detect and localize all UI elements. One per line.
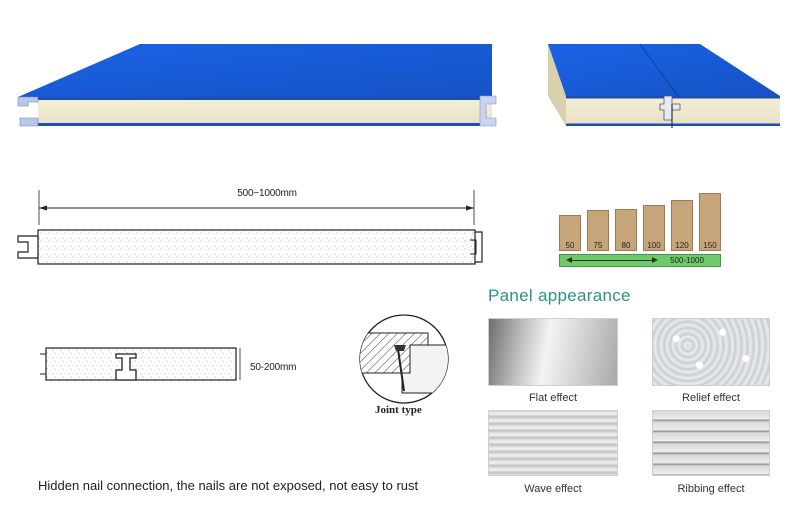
sandwich-panel-right	[548, 43, 780, 128]
range-label: 500-1000	[670, 256, 704, 265]
flat-effect-swatch	[488, 318, 618, 386]
thickness-bar	[643, 205, 665, 251]
thickness-value: 150	[703, 241, 717, 250]
range-arrow	[568, 260, 654, 261]
ribbing-effect-swatch	[652, 410, 770, 476]
thickness-bar	[671, 200, 693, 251]
panel-3d-illustrations	[17, 43, 780, 128]
thickness-value: 100	[647, 241, 661, 250]
ribbing-effect-label: Ribbing effect	[677, 483, 745, 495]
range-bar: 500-1000	[559, 254, 721, 267]
width-dimension-label: 500~1000mm	[237, 188, 297, 199]
joint-detail-circle	[359, 314, 449, 404]
arrow-right-icon	[652, 257, 658, 263]
wave-effect-swatch	[488, 410, 618, 476]
thickness-bar	[615, 209, 637, 251]
thickness-chart: 50 75 80 100 120 150 500-1000	[553, 188, 728, 270]
thickness-bar	[559, 215, 581, 251]
relief-effect-swatch	[652, 318, 770, 386]
wave-effect-label: Wave effect	[524, 483, 582, 495]
appearance-title: Panel appearance	[488, 286, 631, 305]
thickness-value: 75	[593, 241, 603, 250]
thickness-bar	[587, 210, 609, 251]
panel-cross-section	[17, 190, 483, 265]
thickness-value: 80	[621, 241, 631, 250]
sandwich-panel-left	[17, 44, 497, 127]
thickness-bar	[699, 193, 721, 251]
relief-effect-label: Relief effect	[682, 392, 740, 404]
thickness-value: 50	[565, 241, 575, 250]
footer-description: Hidden nail connection, the nails are no…	[38, 478, 419, 493]
panel-thickness-section	[40, 347, 241, 381]
thickness-value: 120	[675, 241, 689, 250]
thickness-dimension-label: 50-200mm	[250, 362, 297, 373]
flat-effect-label: Flat effect	[528, 392, 578, 404]
joint-type-label: Joint type	[375, 404, 422, 416]
arrow-left-icon	[566, 257, 572, 263]
